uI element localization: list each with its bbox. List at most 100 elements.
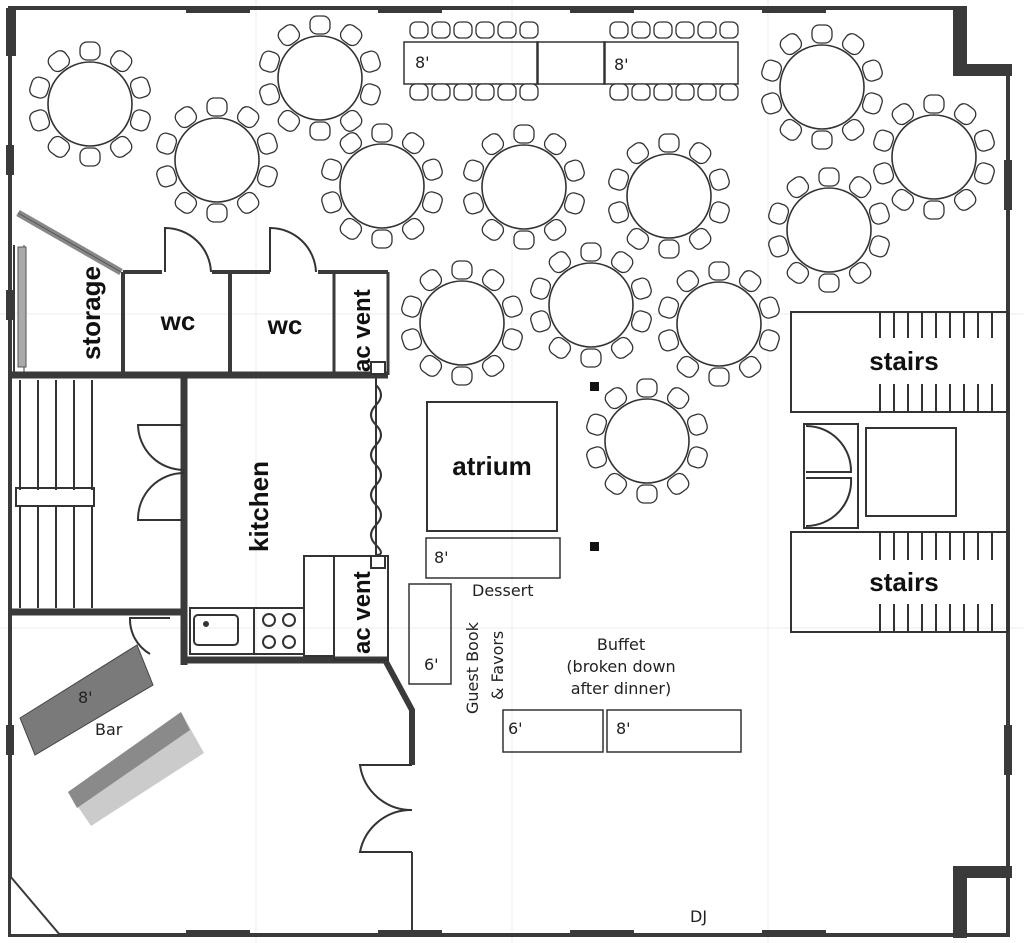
chair bbox=[779, 118, 803, 141]
chair bbox=[259, 50, 281, 73]
chair bbox=[236, 106, 260, 129]
chair bbox=[339, 132, 363, 155]
chair bbox=[481, 218, 505, 241]
buffet-table-size-left: 6' bbox=[508, 719, 523, 738]
chair bbox=[658, 133, 680, 153]
chair bbox=[630, 310, 652, 333]
chair bbox=[451, 260, 473, 280]
chair bbox=[604, 387, 628, 410]
round-table bbox=[156, 97, 278, 223]
chair bbox=[626, 142, 650, 165]
chair bbox=[156, 132, 178, 155]
chair bbox=[321, 191, 343, 214]
round-table-top bbox=[174, 117, 260, 203]
front-door[interactable] bbox=[358, 764, 413, 853]
chair bbox=[604, 472, 628, 495]
chair bbox=[653, 21, 673, 39]
chair bbox=[653, 83, 673, 101]
chair bbox=[861, 59, 883, 82]
chair bbox=[419, 269, 443, 292]
round-table-top bbox=[47, 61, 133, 147]
guest-book-table bbox=[408, 583, 452, 685]
chair bbox=[630, 277, 652, 300]
bar-label: Bar bbox=[95, 720, 123, 739]
accordion-partition bbox=[333, 361, 389, 661]
bar-door bbox=[128, 617, 170, 655]
chair bbox=[277, 109, 301, 132]
kitchen-fixtures bbox=[189, 555, 335, 657]
chair bbox=[580, 242, 602, 262]
chair bbox=[259, 83, 281, 106]
chair bbox=[708, 201, 730, 224]
round-table bbox=[873, 94, 995, 220]
chair bbox=[686, 446, 708, 469]
bar-table-size: 8' bbox=[78, 688, 93, 707]
chair bbox=[29, 76, 51, 99]
ac-vent-bottom-label: ac vent bbox=[349, 571, 376, 654]
chair bbox=[401, 217, 425, 240]
chair bbox=[768, 235, 790, 258]
round-table bbox=[463, 124, 585, 250]
east-stairs-top bbox=[790, 311, 1009, 413]
round-table bbox=[658, 261, 780, 387]
chair bbox=[708, 367, 730, 387]
head-table bbox=[403, 41, 739, 85]
chair bbox=[519, 21, 539, 39]
wc-doors bbox=[164, 226, 317, 273]
chair bbox=[848, 261, 872, 284]
chair bbox=[758, 296, 780, 319]
chair bbox=[339, 217, 363, 240]
chair bbox=[708, 261, 730, 281]
chair bbox=[636, 484, 658, 504]
dessert-label: Dessert bbox=[472, 581, 534, 600]
wc-right-label: wc bbox=[267, 310, 303, 340]
chair bbox=[768, 202, 790, 225]
round-table bbox=[401, 260, 523, 386]
guest-book-table-size: 6' bbox=[424, 655, 439, 674]
buffet-label-2: (broken down bbox=[566, 657, 675, 676]
chair bbox=[610, 251, 634, 274]
chair bbox=[636, 378, 658, 398]
chair bbox=[47, 50, 71, 73]
chair bbox=[923, 200, 945, 220]
chair bbox=[873, 129, 895, 152]
round-table-top bbox=[891, 114, 977, 200]
chair bbox=[676, 355, 700, 378]
chair bbox=[973, 129, 995, 152]
east-stairs-bottom bbox=[790, 531, 1009, 633]
chair bbox=[513, 230, 535, 250]
storage-door[interactable] bbox=[16, 209, 123, 368]
chair bbox=[563, 159, 585, 182]
chair bbox=[256, 132, 278, 155]
wc-left-label: wc bbox=[160, 306, 196, 336]
chair bbox=[129, 109, 151, 132]
chair bbox=[475, 21, 495, 39]
buffet-table-left bbox=[502, 709, 604, 753]
buffet-table-right bbox=[606, 709, 742, 753]
chair bbox=[339, 24, 363, 47]
buffet-label-1: Buffet bbox=[597, 635, 645, 654]
chair bbox=[497, 83, 517, 101]
chair bbox=[309, 121, 331, 141]
chair bbox=[513, 124, 535, 144]
round-table bbox=[530, 242, 652, 368]
head-table-size-right: 8' bbox=[614, 55, 629, 74]
round-table bbox=[761, 24, 883, 150]
chair bbox=[109, 50, 133, 73]
chair bbox=[761, 59, 783, 82]
chair bbox=[580, 348, 602, 368]
chair bbox=[309, 15, 331, 35]
head-table-size-left: 8' bbox=[415, 53, 430, 72]
chair bbox=[738, 270, 762, 293]
chair bbox=[481, 269, 505, 292]
chair bbox=[686, 413, 708, 436]
chair bbox=[501, 295, 523, 318]
chair bbox=[811, 130, 833, 150]
chair bbox=[923, 94, 945, 114]
chair bbox=[79, 147, 101, 167]
kitchen-label: kitchen bbox=[244, 461, 274, 552]
chair bbox=[697, 83, 717, 101]
chair bbox=[548, 336, 572, 359]
chair bbox=[174, 191, 198, 214]
chair bbox=[563, 192, 585, 215]
